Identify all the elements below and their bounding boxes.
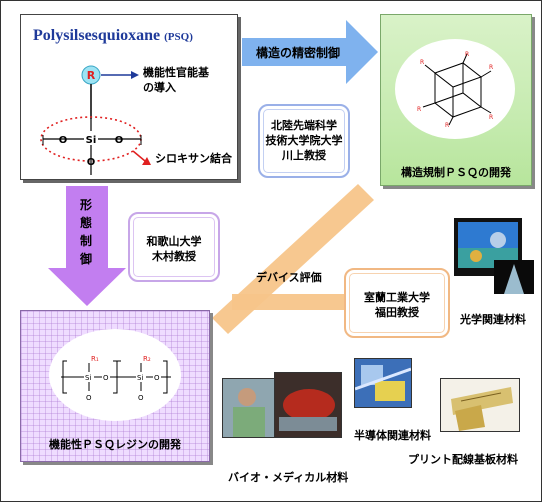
- semiconductor-label: 半導体関連材料: [354, 429, 431, 442]
- wakayama-line-1: 和歌山大学: [146, 235, 202, 248]
- o-label: O: [154, 374, 160, 382]
- bio-medical-label: バイオ・メディカル材料: [228, 471, 349, 484]
- svg-text:R₂: R₂: [143, 355, 151, 363]
- svg-text:O: O: [138, 394, 144, 402]
- morphology-control-arrow: [48, 186, 126, 306]
- functional-group-label: 機能性官能基の導入: [143, 66, 209, 94]
- r-label: R: [87, 69, 96, 82]
- si-label: Si: [85, 374, 91, 382]
- cage-ellipse: [395, 39, 515, 139]
- muroran-lab-box: 室蘭工業大学 福田教授: [344, 268, 450, 338]
- structured-psq-box: R R R R R R 構造規制ＰＳＱの開発: [380, 14, 532, 186]
- svg-text:R: R: [489, 64, 493, 71]
- functional-resin-label: 機能性ＰＳＱレジンの開発: [49, 438, 181, 451]
- functional-resin-box: Si Si O O R₁ R₂ O O 機能性ＰＳＱレジンの開発: [20, 310, 210, 462]
- svg-text:R: R: [420, 59, 424, 66]
- psq-title: Polysilsesquioxane (PSQ): [33, 27, 193, 44]
- pcb-label: プリント配線基板材料: [408, 453, 518, 466]
- svg-text:R₁: R₁: [91, 355, 99, 363]
- structured-psq-label: 構造規制ＰＳＱの開発: [401, 166, 511, 179]
- structure-control-arrow: [242, 20, 378, 84]
- psq-abbr: (PSQ): [164, 31, 193, 43]
- muroran-line-2: 福田教授: [375, 306, 419, 319]
- svg-text:R: R: [489, 114, 493, 121]
- medical-photo-2: [274, 372, 342, 438]
- semiconductor-photo: [354, 358, 412, 408]
- optical-display-photo: [454, 218, 534, 294]
- pcb-photo: [440, 378, 520, 432]
- structure-control-label: 構造の精密制御: [256, 46, 341, 60]
- si-label: Si: [137, 374, 143, 382]
- wakayama-line-2: 木村教授: [152, 250, 196, 263]
- polymer-chain-icon: Si Si O O R₁ R₂ O O: [61, 355, 171, 402]
- device-eval-arrow: [232, 282, 448, 322]
- jaist-line-2: 技術大学院大学: [265, 134, 343, 147]
- svg-text:R: R: [445, 122, 449, 127]
- svg-text:R: R: [465, 51, 469, 58]
- psq-structure-box: Polysilsesquioxane (PSQ) R O O O Si 機能性官…: [20, 14, 238, 180]
- muroran-line-1: 室蘭工業大学: [364, 291, 430, 304]
- o-label: O: [103, 374, 109, 382]
- o-label: O: [115, 135, 124, 146]
- svg-text:O: O: [86, 394, 92, 402]
- siloxane-label: シロキサン結合: [155, 152, 232, 165]
- wakayama-lab-box: 和歌山大学 木村教授: [128, 212, 220, 282]
- cage-molecule-icon: R R R R R R: [417, 51, 493, 127]
- jaist-line-3: 川上教授: [282, 149, 326, 162]
- siloxane-structure-icon: R O O O Si: [40, 65, 151, 175]
- svg-text:R: R: [417, 106, 421, 113]
- medical-photo-1: [222, 378, 276, 438]
- device-eval-label: デバイス評価: [256, 271, 322, 284]
- si-label: Si: [86, 135, 97, 146]
- jaist-line-1: 北陸先端科学: [271, 119, 337, 132]
- morphology-control-label: 形態制御: [80, 198, 93, 266]
- optical-label: 光学関連材料: [460, 313, 526, 326]
- o-label: O: [87, 157, 96, 168]
- o-label: O: [59, 135, 68, 146]
- jaist-lab-box: 北陸先端科学 技術大学院大学 川上教授: [258, 104, 350, 178]
